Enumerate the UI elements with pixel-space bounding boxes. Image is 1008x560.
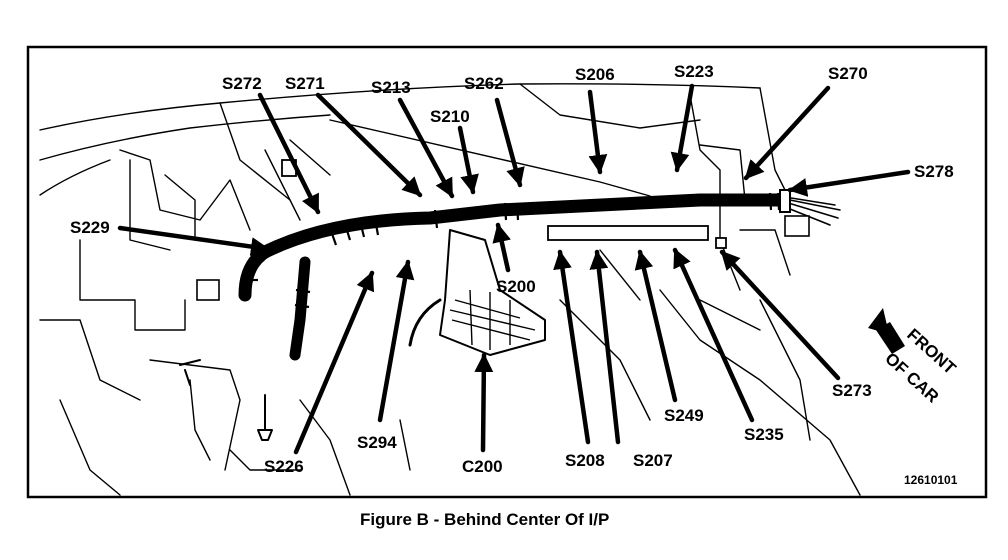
label-s229: S229: [70, 218, 110, 237]
figure-caption: Figure B - Behind Center Of I/P: [360, 510, 609, 529]
label-s235: S235: [744, 425, 784, 444]
label-s273: S273: [832, 381, 872, 400]
label-s270: S270: [828, 64, 868, 83]
label-s213: S213: [371, 78, 411, 97]
label-s294: S294: [357, 433, 397, 452]
harness-drawing: [179, 159, 841, 441]
label-s210: S210: [430, 107, 470, 126]
direction-arrow-icon: [868, 308, 905, 354]
label-s249: S249: [664, 406, 704, 425]
label-s226: S226: [264, 457, 304, 476]
label-s200: S200: [496, 277, 536, 296]
label-s223: S223: [674, 62, 714, 81]
label-s207: S207: [633, 451, 673, 470]
label-s262: S262: [464, 74, 504, 93]
label-s206: S206: [575, 65, 615, 84]
callout-arrows: [117, 83, 911, 455]
label-c200: C200: [462, 457, 503, 476]
label-s272: S272: [222, 74, 262, 93]
callout-labels: S272 S271 S213 S262 S206 S223 S270 S210 …: [70, 62, 954, 476]
part-number: 12610101: [904, 473, 958, 487]
label-s271: S271: [285, 74, 325, 93]
dash-panel-drawing: [39, 83, 861, 496]
label-s278: S278: [914, 162, 954, 181]
label-s208: S208: [565, 451, 605, 470]
